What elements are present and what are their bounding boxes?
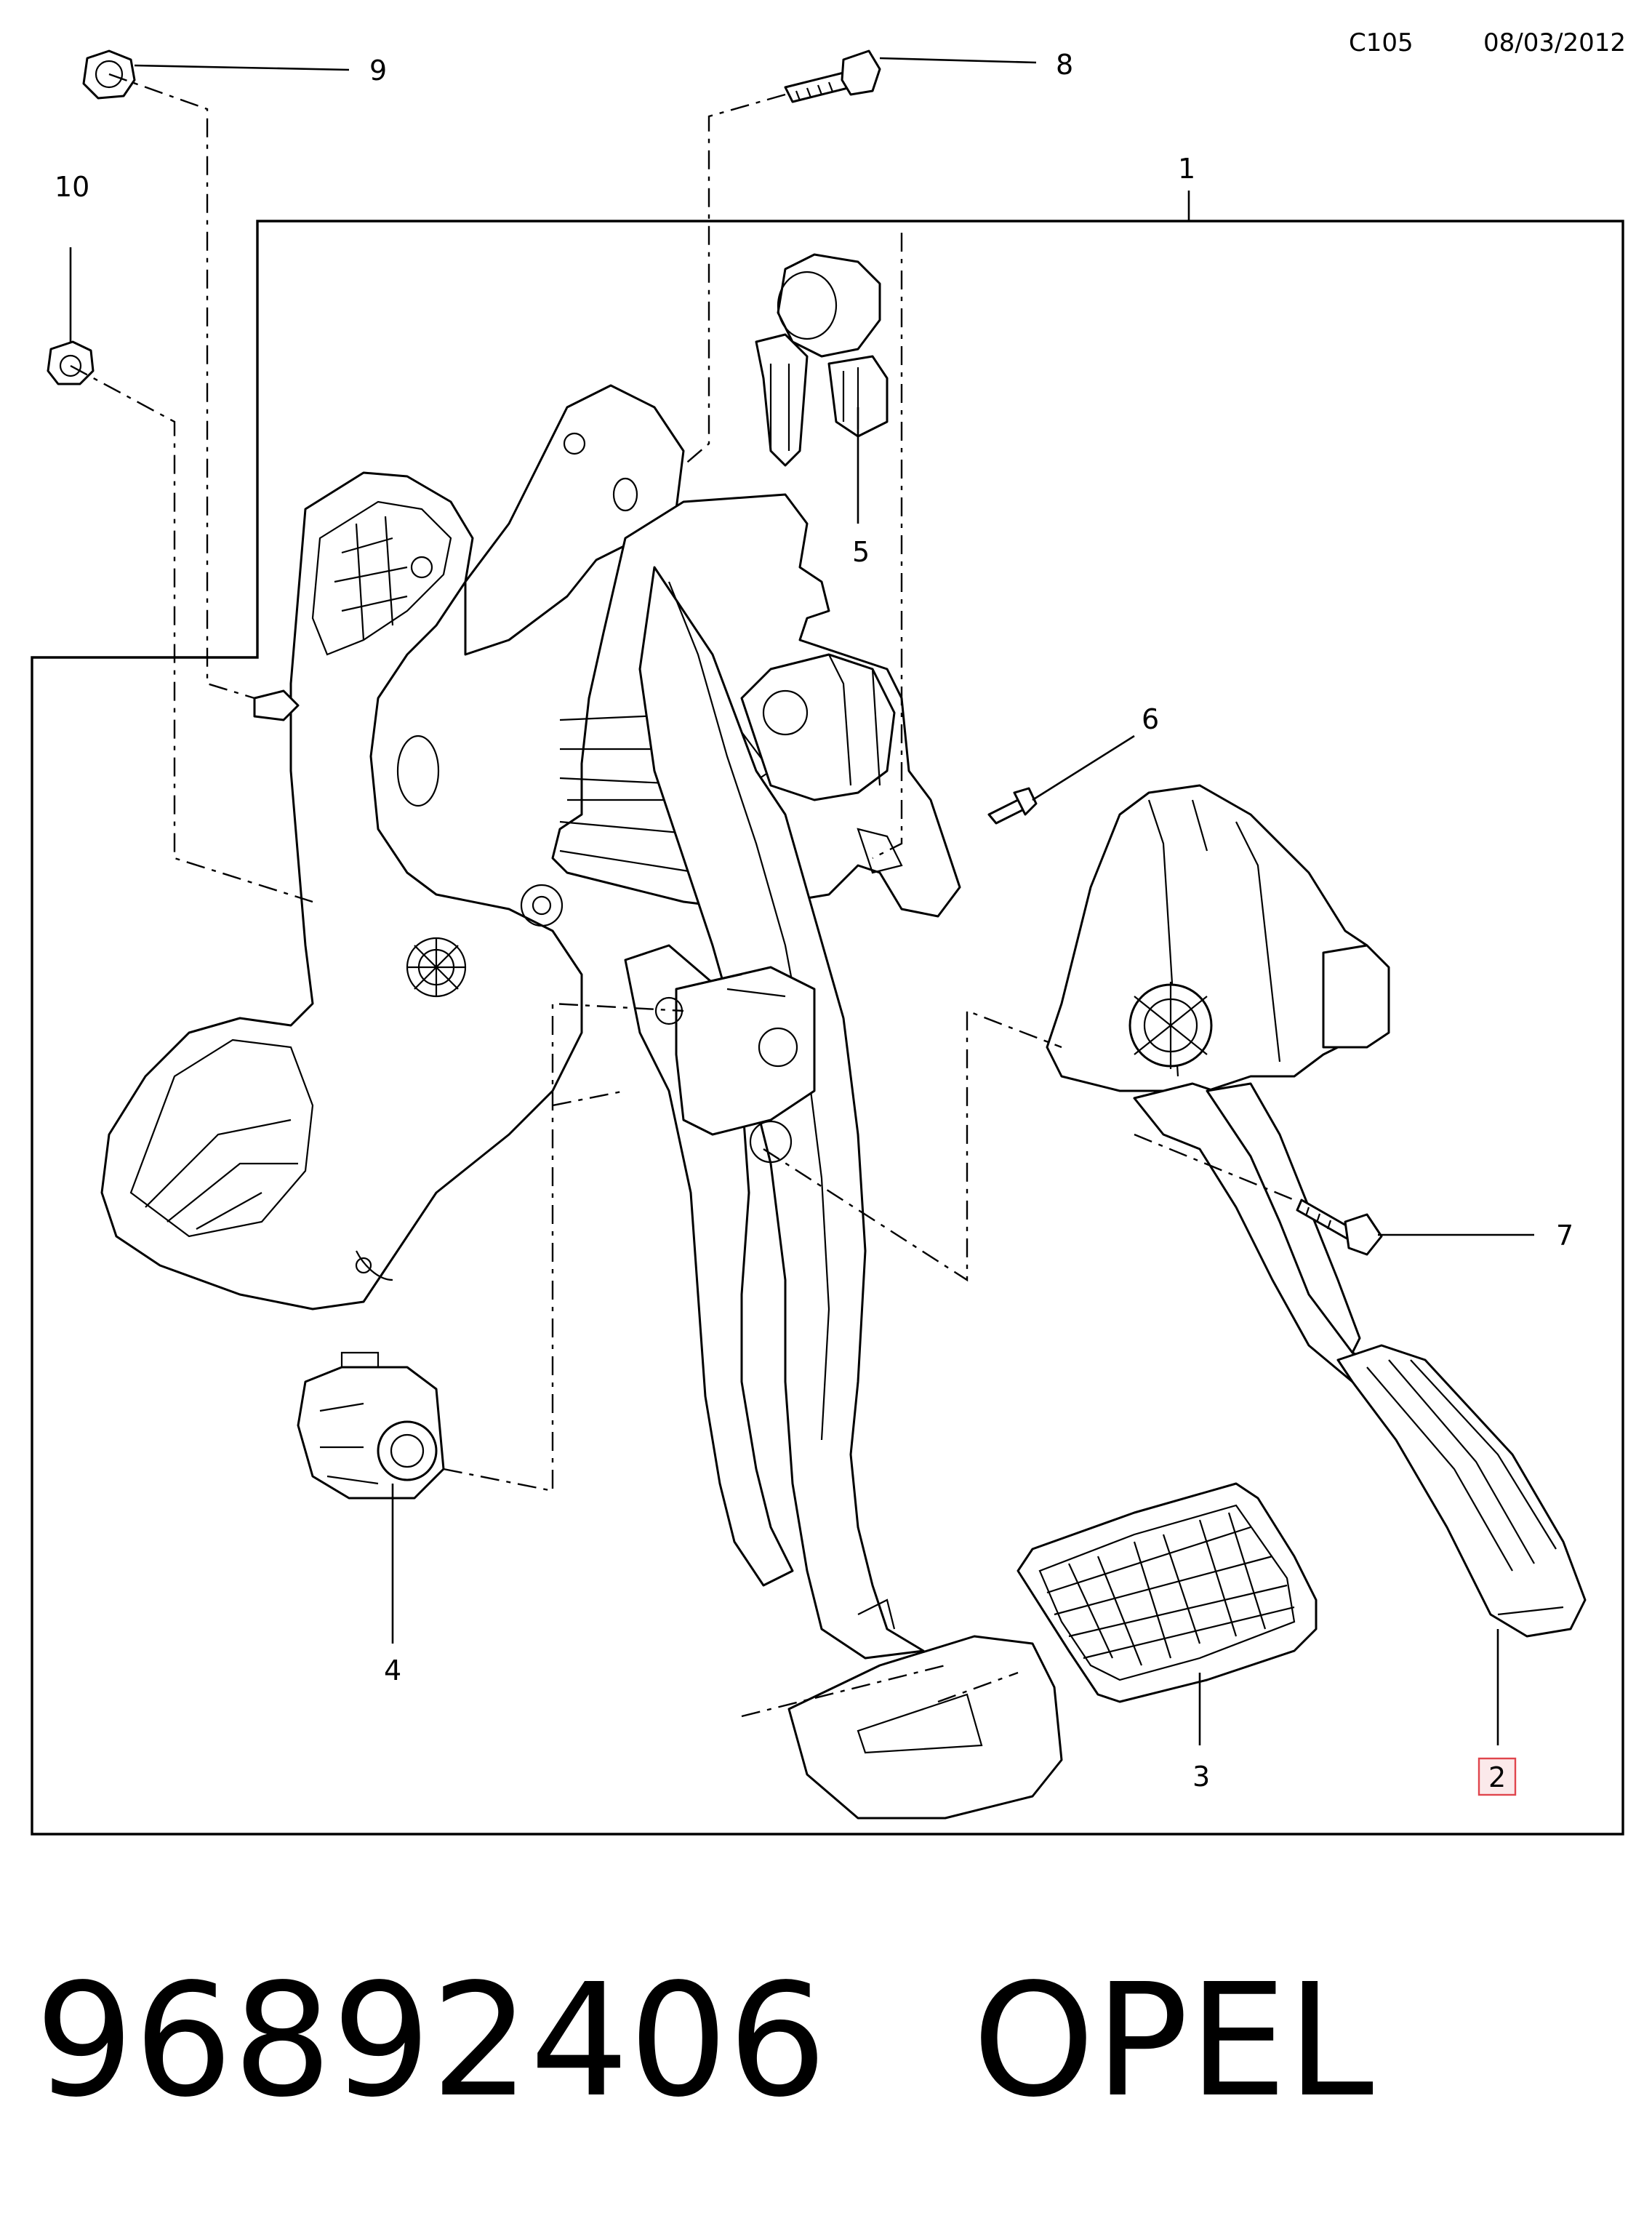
callout-6: 6 (1142, 703, 1159, 735)
callout-leaders (69, 57, 1534, 1745)
part-number: 96892406 (35, 1950, 827, 2132)
bolt-8 (784, 49, 881, 103)
callout-5: 5 (852, 536, 870, 568)
accelerator-pedal-module (1046, 784, 1587, 1638)
bolt-6 (987, 787, 1038, 825)
pedal-box-bracket (100, 384, 685, 1310)
brake-pedal-arm (624, 944, 816, 1587)
callout-3: 3 (1192, 1761, 1210, 1793)
nut-10 (47, 340, 95, 385)
assembly-frame (31, 220, 1624, 1836)
assembly-lines (70, 73, 1295, 1718)
callout-8: 8 (1056, 49, 1073, 81)
brake-switch (755, 253, 889, 467)
callout-10: 10 (55, 171, 89, 203)
brake-pedal-pad (1017, 1482, 1318, 1703)
diagram-code: C105 (1349, 28, 1414, 57)
diagram-date: 08/03/2012 (1483, 28, 1626, 57)
callout-2: 2 (1488, 1761, 1506, 1793)
brand-name: OPEL (972, 1950, 1374, 2132)
pedal-bushing (297, 1351, 445, 1500)
bolt-7 (1296, 1198, 1383, 1256)
callout-1: 1 (1178, 153, 1195, 185)
callout-7: 7 (1556, 1220, 1573, 1252)
callout-9: 9 (369, 55, 387, 87)
callout-4: 4 (384, 1654, 401, 1686)
callout-2-highlight (1477, 1757, 1517, 1796)
